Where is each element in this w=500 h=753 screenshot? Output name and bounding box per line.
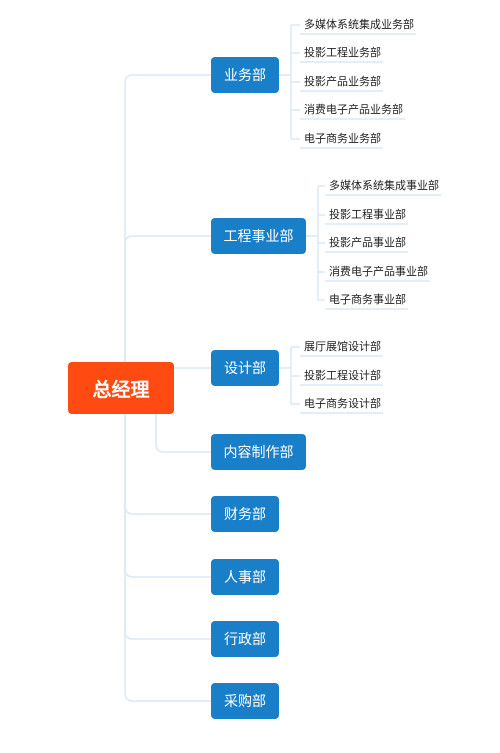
dept-node-procurement[interactable]: 采购部	[211, 683, 279, 719]
leaf-node[interactable]: 多媒体系统集成事业部	[329, 179, 439, 192]
dept-node-finance[interactable]: 财务部	[211, 496, 279, 532]
dept-node-administration[interactable]: 行政部	[211, 621, 279, 657]
root-node-general-manager[interactable]: 总经理	[68, 362, 174, 414]
leaf-node[interactable]: 展厅展馆设计部	[304, 340, 381, 353]
dept-node-engineering[interactable]: 工程事业部	[211, 218, 306, 254]
leaf-node[interactable]: 电子商务事业部	[329, 293, 406, 306]
root-to-dept-connector	[124, 388, 211, 578]
dept-node-business[interactable]: 业务部	[211, 57, 279, 93]
leaf-node[interactable]: 电子商务业务部	[304, 132, 381, 145]
leaf-node[interactable]: 电子商务设计部	[304, 397, 381, 410]
root-to-dept-connector	[124, 388, 211, 702]
dept-label: 采购部	[224, 694, 266, 710]
dept-label: 行政部	[224, 632, 266, 648]
root-to-dept-connector	[155, 388, 211, 453]
dept-label: 人事部	[224, 570, 266, 586]
root-to-dept-connector	[124, 235, 211, 388]
leaf-node[interactable]: 消费电子产品事业部	[329, 265, 428, 278]
dept-label: 业务部	[224, 68, 266, 84]
leaf-node[interactable]: 投影工程业务部	[304, 46, 381, 59]
dept-label: 财务部	[224, 507, 266, 523]
dept-label: 内容制作部	[223, 445, 294, 461]
leaf-node[interactable]: 多媒体系统集成业务部	[304, 18, 414, 31]
dept-node-hr[interactable]: 人事部	[211, 559, 279, 595]
leaf-node[interactable]: 投影产品事业部	[329, 236, 406, 249]
dept-label: 设计部	[224, 361, 266, 377]
leaf-node[interactable]: 消费电子产品业务部	[304, 103, 403, 116]
leaf-node[interactable]: 投影工程事业部	[329, 208, 406, 221]
dept-node-content-production[interactable]: 内容制作部	[211, 434, 306, 470]
root-to-dept-connector	[124, 74, 211, 388]
leaf-node[interactable]: 投影产品业务部	[304, 75, 381, 88]
dept-label: 工程事业部	[223, 229, 294, 245]
root-node-label: 总经理	[92, 378, 150, 401]
leaf-node[interactable]: 投影工程设计部	[304, 369, 381, 382]
dept-node-design[interactable]: 设计部	[211, 350, 279, 386]
